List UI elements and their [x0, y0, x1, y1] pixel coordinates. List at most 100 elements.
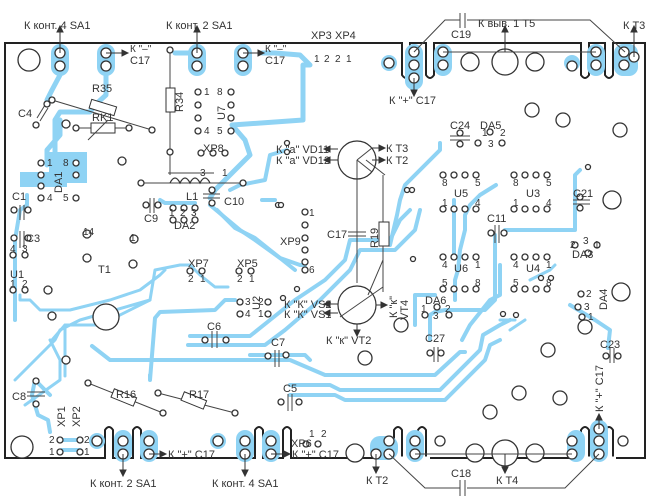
pin-label-u1: 4 — [10, 244, 16, 255]
ic-pin — [194, 88, 202, 96]
label-bottom-c17-plus-1: К "+" C17 — [168, 449, 215, 461]
ic-pin — [474, 139, 482, 147]
vt-bottom-bottom: К "к" VT2 — [326, 335, 371, 347]
label-c17-minus-2a: К "–" — [265, 44, 287, 55]
designator-da1: DA1 — [53, 172, 65, 193]
pin-label-xp8: 1 — [222, 168, 228, 179]
pin-label-u6: 1 — [475, 260, 481, 271]
pin-label-u2: 4 — [245, 309, 251, 320]
pin-label-xp7: 1 — [200, 274, 206, 285]
designator-c7: C7 — [271, 337, 285, 349]
ic-pin — [584, 163, 592, 171]
pin-label-da5: 2 — [500, 128, 506, 139]
ic-pin — [186, 267, 194, 275]
designator-u7: U7 — [216, 106, 228, 120]
designator-r35: R35 — [92, 83, 112, 95]
ic-pin — [510, 171, 518, 179]
ic-pin — [191, 204, 199, 212]
pin-label-u1: 2 — [22, 279, 28, 290]
pin-label-u7: 1 — [204, 87, 210, 98]
ic-pin — [472, 171, 480, 179]
designator-da5: DA5 — [480, 120, 501, 132]
ic-pin — [532, 253, 540, 261]
designator-c5: C5 — [283, 383, 297, 395]
pin-label-da4: 3 — [584, 302, 590, 313]
designator-r34: R34 — [174, 92, 186, 112]
ic-pin — [37, 194, 45, 202]
pin-label-u5: 4 — [475, 198, 481, 209]
ic-pin — [180, 204, 188, 212]
copper-traces — [13, 50, 612, 452]
ic-pin — [314, 440, 322, 448]
designator-xp1: XP1 — [56, 406, 68, 427]
vt-top-left1: К "а" VD11 — [276, 144, 329, 156]
xp4-pin-2: 2 — [335, 54, 341, 65]
designator-u1: U1 — [10, 269, 24, 281]
designator-u2: U2 — [251, 296, 263, 310]
label-t2-bottom: К Т2 — [366, 475, 388, 487]
ic-pin — [279, 294, 287, 302]
r34-body — [165, 87, 176, 113]
label-c18: C18 — [451, 468, 471, 480]
ic-pin — [510, 205, 518, 213]
r35-body — [88, 98, 118, 117]
ic-pin — [169, 216, 177, 224]
ic-pin — [264, 298, 272, 306]
ic-pin — [450, 205, 458, 213]
ic-pin — [510, 285, 518, 293]
ic-pin — [283, 148, 291, 156]
pin-label-u7: 4 — [204, 126, 210, 137]
ic-pin — [537, 274, 545, 282]
designator-u3: U3 — [526, 188, 540, 200]
ic-pin — [227, 101, 235, 109]
pin-label-xp1_xp2: 1 — [84, 447, 90, 458]
pin-label-u4: 5 — [513, 278, 519, 289]
pin-label-u4: 1 — [546, 260, 552, 271]
designator-da3: DA3 — [572, 249, 593, 261]
ic-pin — [593, 241, 601, 249]
ic-pin — [461, 171, 469, 179]
ic-pin — [128, 259, 138, 269]
ic-pin — [543, 253, 551, 261]
ic-pin — [450, 285, 458, 293]
pin-label-da1: 4 — [47, 193, 53, 204]
pin-label-da3: 1 — [594, 240, 600, 251]
designator-c27: C27 — [425, 333, 445, 345]
pin-label-u3: 8 — [513, 178, 519, 189]
ic-pin — [301, 246, 309, 254]
pin-label-u1: 1 — [10, 279, 16, 290]
ic-pin — [543, 285, 551, 293]
ic-pin — [227, 88, 235, 96]
ic-pin — [571, 241, 579, 249]
ic-pin — [277, 201, 285, 209]
vt-bottom-left1: К "К" VS2 — [284, 299, 332, 311]
pin-label-u7: 8 — [217, 87, 223, 98]
pin-label-xp8: 3 — [200, 168, 206, 179]
designator-r16: R16 — [116, 389, 136, 401]
ic-pin — [499, 310, 507, 318]
ic-pin — [72, 194, 80, 202]
ic-pin — [574, 303, 582, 311]
pin-label-da2: 3 — [191, 208, 197, 219]
vt-top-right1: К Т3 — [386, 143, 408, 155]
ic-pin — [283, 139, 291, 147]
designator-c21: C21 — [573, 188, 593, 200]
ic-pin — [61, 355, 71, 365]
pin-label-xp1_xp2: 2 — [49, 435, 55, 446]
designator-xp7: XP7 — [188, 258, 209, 270]
ic-pin — [209, 149, 217, 157]
ic-pin — [301, 266, 309, 274]
pin-label-xp7: 2 — [188, 274, 194, 285]
ic-pin — [301, 221, 309, 229]
xp3-pin-1: 1 — [314, 54, 320, 65]
ic-pin — [498, 139, 506, 147]
pin-label-u5: 5 — [475, 178, 481, 189]
pin-label-u6: 8 — [475, 278, 481, 289]
ic-pin — [409, 255, 417, 263]
label-xp3: XP3 — [311, 30, 332, 42]
ic-pin — [227, 127, 235, 135]
label-t3-top: К Т3 — [623, 20, 645, 32]
ic-pin — [72, 159, 80, 167]
pin-label-u2: 3 — [245, 297, 251, 308]
rk1-body — [90, 122, 116, 134]
